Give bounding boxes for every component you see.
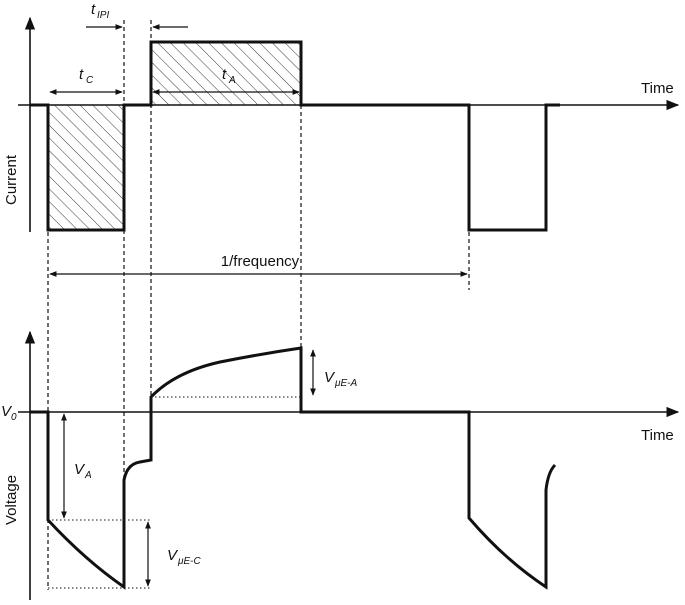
svg-text:C: C (86, 75, 94, 86)
svg-text:V: V (167, 547, 179, 564)
svg-text:V: V (74, 461, 86, 478)
v0-label: V 0 (1, 403, 17, 423)
t-ipi-label: t IPI (91, 1, 109, 21)
period-label: 1/frequency (221, 253, 300, 270)
svg-text:t: t (91, 1, 96, 18)
svg-text:t: t (79, 66, 84, 83)
cathodic-pulse-hatch (48, 105, 124, 230)
voltage-panel: Time Voltage V 0 V A V μE-A V μE-C (1, 330, 680, 600)
current-waveform (30, 40, 560, 232)
voltage-time-label: Time (641, 427, 674, 444)
current-panel: Time Current 1/frequency t IPI t C t A (3, 1, 680, 277)
voltage-waveform (30, 346, 557, 590)
svg-text:t: t (222, 66, 227, 83)
v-mue-a-label: V μE-A (324, 369, 357, 389)
svg-text:V: V (1, 403, 13, 420)
svg-text:V: V (324, 369, 336, 386)
svg-text:μE-C: μE-C (177, 556, 201, 567)
svg-text:0: 0 (11, 412, 17, 423)
svg-text:IPI: IPI (97, 10, 109, 21)
voltage-y-label: Voltage (3, 475, 20, 525)
v-a-label: V A (74, 461, 92, 481)
current-time-label: Time (641, 80, 674, 97)
t-a-label: t A (222, 66, 236, 86)
svg-text:A: A (228, 75, 236, 86)
v-mue-c-label: V μE-C (167, 547, 201, 567)
t-c-label: t C (79, 66, 94, 86)
svg-text:A: A (84, 470, 92, 481)
current-y-label: Current (3, 154, 20, 205)
svg-text:μE-A: μE-A (334, 378, 357, 389)
